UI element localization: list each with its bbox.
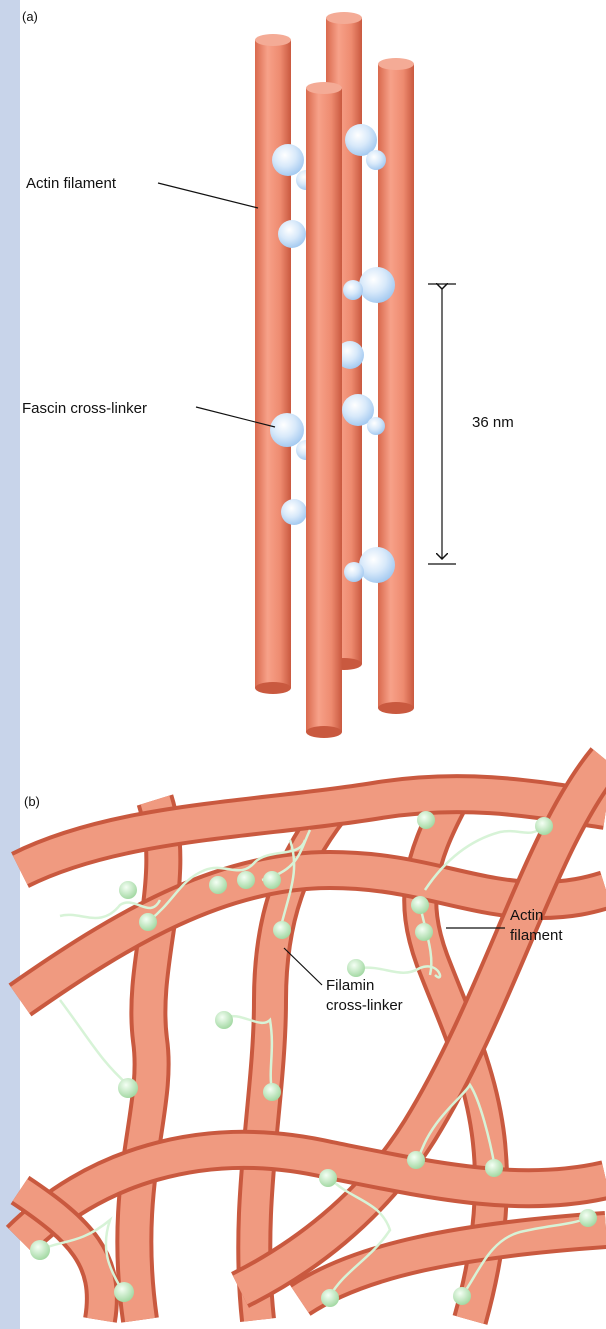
actin-filament-leader (158, 183, 258, 208)
panel-b-tag: (b) (24, 794, 40, 809)
actin-filament-tube (20, 690, 58, 800)
actin-filament-rod-front (306, 82, 342, 738)
actin-filament-label-line2: filament (510, 927, 563, 944)
filamin-strand (60, 1000, 138, 1098)
actin-filament-label: Actin filament (26, 175, 117, 192)
spacing-dimension (428, 284, 456, 564)
filamin-label-line2: cross-linker (326, 997, 403, 1014)
spacing-label: 36 nm (472, 414, 514, 431)
fascin-particle (278, 220, 306, 248)
panel-b: (b) (20, 690, 606, 1320)
fascin-particle (281, 499, 307, 525)
filamin-leader (284, 948, 322, 985)
actin-filament-label-line1: Actin (510, 907, 543, 924)
panel-a: (a) (22, 9, 514, 738)
fascin-cross-linker-label: Fascin cross-linker (22, 400, 147, 417)
actin-filament-rod-left (255, 34, 291, 694)
filamin-label-line1: Filamin (326, 977, 374, 994)
panel-a-tag: (a) (22, 9, 38, 24)
actin-filament-tube (134, 800, 163, 1320)
